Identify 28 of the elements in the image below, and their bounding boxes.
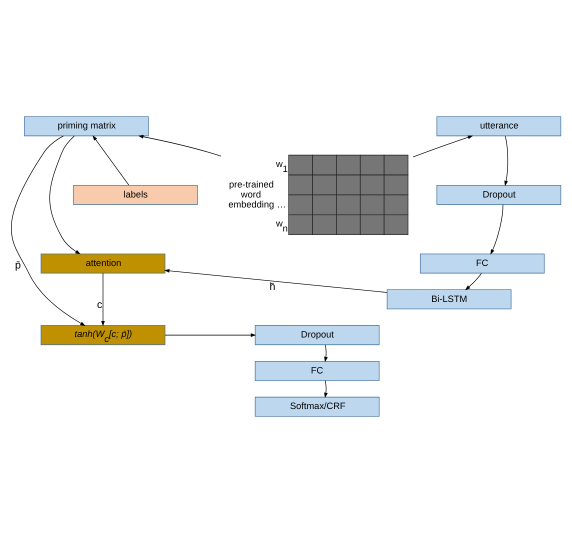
arrow bbox=[164, 333, 256, 337]
arrow bbox=[101, 272, 105, 326]
arrow bbox=[11, 136, 86, 326]
arrow bbox=[490, 204, 504, 255]
arrow bbox=[324, 344, 328, 362]
node-box: Bi-LSTM bbox=[386, 289, 512, 310]
node-box: Softmax/CRF bbox=[254, 396, 380, 417]
node-box: FC bbox=[254, 360, 380, 381]
node-label: pre-trained word embedding bbox=[228, 179, 274, 210]
arrow bbox=[164, 268, 388, 293]
node-label: … bbox=[276, 199, 286, 210]
arrow bbox=[138, 134, 222, 157]
node-box: priming matrix bbox=[24, 116, 149, 136]
node-box: Dropout bbox=[436, 184, 562, 205]
arrow bbox=[324, 380, 328, 398]
node-box: FC bbox=[420, 254, 545, 274]
arrow bbox=[49, 136, 81, 254]
edge-label: h̄ bbox=[270, 280, 276, 293]
arrow bbox=[92, 135, 130, 186]
node-box: Dropout bbox=[254, 325, 380, 346]
arrow bbox=[465, 272, 482, 290]
node-box: utterance bbox=[436, 116, 562, 136]
edge-label: p̄ bbox=[15, 259, 21, 272]
arrow bbox=[412, 136, 474, 158]
arrow bbox=[504, 136, 508, 186]
node-box: labels bbox=[73, 184, 198, 205]
node-box: attention bbox=[40, 254, 166, 274]
edge-label: c bbox=[97, 298, 102, 311]
